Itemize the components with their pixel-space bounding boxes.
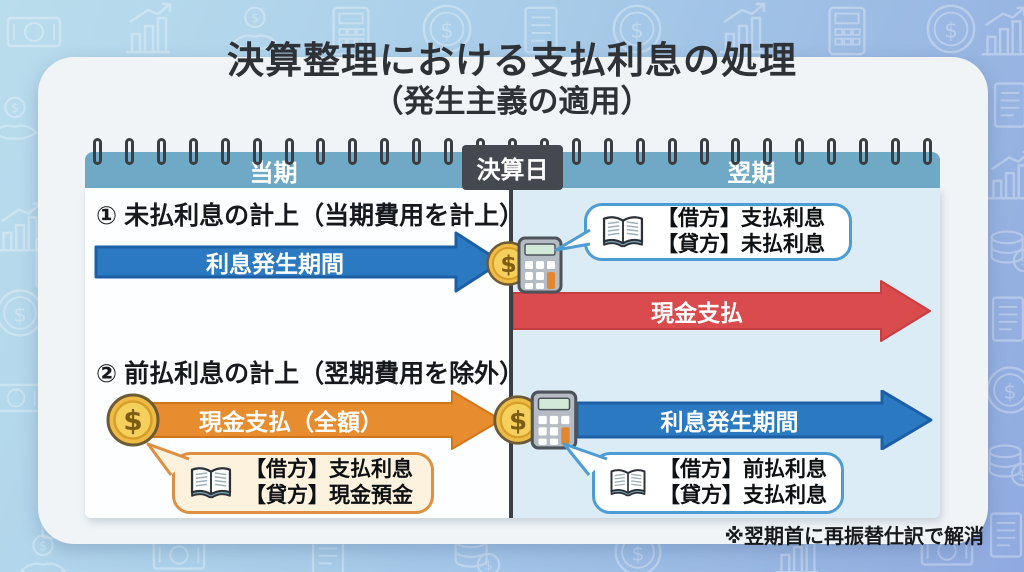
binder-ring bbox=[124, 138, 134, 165]
binder-ring bbox=[922, 138, 932, 165]
arrow-label: 利息発生期間 bbox=[660, 409, 799, 435]
journal-debit-line: 【借方】支払利息 bbox=[657, 207, 825, 230]
binder-ring bbox=[571, 138, 581, 165]
bubble-tail bbox=[146, 442, 190, 476]
binder-ring bbox=[93, 138, 102, 165]
binder-ring bbox=[252, 138, 262, 165]
binder-ring bbox=[635, 138, 645, 165]
page-subtitle: （発生主義の適用） bbox=[372, 84, 652, 119]
open-ledger-book-icon bbox=[601, 214, 645, 250]
binder-ring bbox=[316, 138, 326, 165]
arrow-label: 現金支払 bbox=[651, 300, 743, 326]
arrow-label: 利息発生期間 bbox=[206, 251, 344, 277]
journal-bubble-cash: 【借方】支払利息 【貸方】現金預金 bbox=[146, 442, 434, 514]
closing-day-badge: 決算日 bbox=[462, 145, 563, 190]
binder-ring bbox=[412, 138, 422, 165]
binder-ring bbox=[699, 138, 709, 165]
closing-day-divider-line bbox=[509, 188, 513, 518]
calendar-diagram: 当期 翌期 決算日 ① 未払利息の計上（当期費用を計上） 利息発生期間 【借方】… bbox=[85, 138, 940, 520]
binder-ring bbox=[859, 138, 869, 165]
binder-ring bbox=[827, 138, 837, 165]
binder-ring bbox=[891, 138, 901, 165]
coin-icon bbox=[105, 392, 161, 448]
binder-ring bbox=[603, 138, 613, 165]
journal-debit-line: 【借方】支払利息 bbox=[245, 458, 413, 481]
binder-ring bbox=[220, 138, 230, 165]
coin-pattern-icon bbox=[982, 362, 1024, 418]
journal-bubble-prepaid: 【借方】前払利息 【貸方】支払利息 bbox=[562, 442, 844, 514]
footnote: ※翌期首に再振替仕訳で解消 bbox=[724, 526, 984, 548]
journal-credit-line: 【貸方】未払利息 bbox=[657, 233, 825, 256]
interest-accrual-arrow-current-period: 利息発生期間 bbox=[94, 230, 504, 294]
binder-ring bbox=[667, 138, 677, 165]
binder-ring bbox=[795, 138, 805, 165]
journal-debit-line: 【借方】前払利息 bbox=[659, 458, 827, 481]
coins-stack-icon bbox=[982, 220, 1024, 278]
cash-payment-arrow-next-period: 現金支払 bbox=[513, 279, 933, 343]
section2-heading: ② 前払利息の計上（翌期費用を除外） bbox=[96, 360, 525, 388]
binder-ring bbox=[731, 138, 741, 165]
journal-credit-line: 【貸方】現金預金 bbox=[245, 484, 413, 507]
binder-ring bbox=[284, 138, 294, 165]
page-title: 決算整理における支払利息の処理 bbox=[227, 40, 797, 81]
binder-ring bbox=[444, 138, 454, 165]
journal-credit-line: 【貸方】支払利息 bbox=[659, 484, 827, 507]
binder-ring bbox=[348, 138, 358, 165]
journal-bubble-accrued: 【借方】支払利息 【貸方】未払利息 bbox=[554, 203, 852, 261]
binder-ring bbox=[156, 138, 166, 165]
binder-ring bbox=[380, 138, 390, 165]
bubble-tail bbox=[562, 442, 608, 476]
open-ledger-book-icon bbox=[609, 465, 647, 501]
binder-ring bbox=[188, 138, 198, 165]
cash-payment-full-arrow-current-period: 現金支払（全額） bbox=[130, 390, 504, 450]
open-ledger-book-icon bbox=[189, 465, 233, 501]
section1-heading: ① 未払利息の計上（当期費用を計上） bbox=[96, 202, 525, 230]
interest-accrual-arrow-next-period: 利息発生期間 bbox=[577, 390, 934, 450]
bubble-tail bbox=[554, 228, 591, 252]
arrow-label: 現金支払（全額） bbox=[199, 409, 383, 435]
binder-ring bbox=[763, 138, 773, 165]
